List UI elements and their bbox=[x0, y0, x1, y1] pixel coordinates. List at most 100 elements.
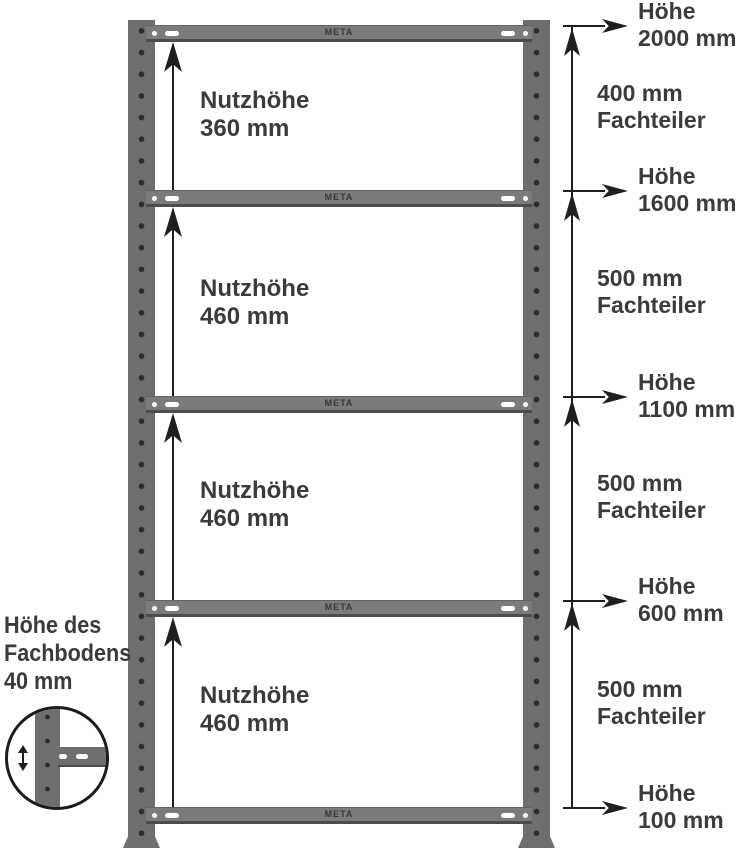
arrow-stem bbox=[172, 227, 174, 396]
shelf-bar-3: META bbox=[146, 396, 532, 413]
nutzhoehe-label: Nutzhöhe 460 mm bbox=[200, 275, 309, 331]
nutzhoehe-label: Nutzhöhe 460 mm bbox=[200, 682, 309, 738]
dimension-line-horizontal bbox=[563, 190, 605, 192]
hoehe-label-line1: Höhe bbox=[638, 573, 696, 599]
nutzhoehe-label-line2: 460 mm bbox=[200, 505, 290, 532]
shelf-slot bbox=[165, 813, 179, 818]
caption-line1: Höhe des bbox=[4, 612, 102, 639]
shelf-slot bbox=[501, 196, 515, 201]
shelf-slot bbox=[165, 402, 179, 407]
nutzhoehe-label: Nutzhöhe 460 mm bbox=[200, 477, 309, 533]
shelf-bar-1: META bbox=[146, 25, 532, 42]
fachteiler-label-line1: 500 mm bbox=[597, 265, 683, 291]
rivet-dot bbox=[152, 402, 157, 407]
fachteiler-label-line1: 400 mm bbox=[597, 80, 683, 106]
arrow-stem bbox=[22, 750, 24, 766]
arrow-stem bbox=[172, 62, 174, 190]
nutzhoehe-label-line1: Nutzhöhe bbox=[200, 275, 310, 302]
right-arrow-icon bbox=[602, 18, 628, 34]
hoehe-label: Höhe 100 mm bbox=[638, 780, 724, 834]
fachteiler-label: 500 mm Fachteiler bbox=[597, 676, 706, 730]
hoehe-label: Höhe 1100 mm bbox=[638, 369, 735, 423]
shelf-slot bbox=[59, 754, 67, 759]
dimension-line-horizontal bbox=[563, 396, 605, 398]
rivet-dot bbox=[523, 402, 528, 407]
nutzhoehe-label-line2: 360 mm bbox=[200, 115, 290, 142]
nutzhoehe-label-line2: 460 mm bbox=[200, 303, 290, 330]
fachteiler-label-line2: Fachteiler bbox=[597, 292, 706, 318]
hoehe-label: Höhe 1600 mm bbox=[638, 163, 736, 217]
down-arrow-tip bbox=[18, 763, 28, 771]
detail-upright bbox=[35, 709, 60, 807]
rivet-dot bbox=[152, 813, 157, 818]
hoehe-label: Höhe 600 mm bbox=[638, 573, 724, 627]
hoehe-label-line1: Höhe bbox=[638, 369, 696, 395]
nutzhoehe-label-line1: Nutzhöhe bbox=[200, 477, 310, 504]
fachteiler-label-line1: 500 mm bbox=[597, 676, 683, 702]
shelf-slot bbox=[501, 31, 515, 36]
nutzhoehe-arrow bbox=[164, 413, 182, 600]
dimension-line-horizontal bbox=[563, 807, 605, 809]
dimension-line-horizontal bbox=[563, 600, 605, 602]
hoehe-label-line2: 1100 mm bbox=[638, 396, 736, 422]
hoehe-label-line2: 100 mm bbox=[638, 807, 724, 833]
hoehe-label-line1: Höhe bbox=[638, 0, 696, 24]
hoehe-label-line2: 1600 mm bbox=[638, 190, 736, 216]
nutzhoehe-arrow bbox=[164, 617, 182, 807]
meta-brand-logo: META bbox=[324, 809, 354, 819]
nutzhoehe-label-line1: Nutzhöhe bbox=[200, 87, 310, 114]
shelf-slot bbox=[501, 606, 515, 611]
arrow-stem bbox=[172, 637, 174, 807]
shelf-slot bbox=[165, 196, 179, 201]
left-upright-foot bbox=[123, 836, 160, 848]
meta-brand-logo: META bbox=[324, 398, 354, 408]
rivet-dot bbox=[523, 196, 528, 201]
hoehe-label-line1: Höhe bbox=[638, 163, 696, 189]
hoehe-label-line2: 600 mm bbox=[638, 600, 724, 626]
up-arrow-tip bbox=[18, 745, 28, 753]
shelf-slot bbox=[501, 402, 515, 407]
rivet-dot bbox=[152, 606, 157, 611]
fachteiler-label-line1: 500 mm bbox=[597, 470, 683, 496]
rivet-dot bbox=[152, 31, 157, 36]
shelf-slot bbox=[165, 606, 179, 611]
shelf-thickness-caption: Höhe des Fachbodens 40 mm bbox=[4, 612, 131, 696]
right-upright-foot bbox=[518, 836, 555, 848]
shelf-detail-circle bbox=[5, 706, 109, 810]
shelf-slot bbox=[76, 754, 88, 759]
nutzhoehe-label-line2: 460 mm bbox=[200, 710, 290, 737]
hoehe-label: Höhe 2000 mm bbox=[638, 0, 736, 52]
meta-brand-logo: META bbox=[324, 192, 354, 202]
nutzhoehe-arrow bbox=[164, 42, 182, 190]
shelf-bar-2: META bbox=[146, 190, 532, 207]
caption-line3: 40 mm bbox=[4, 668, 73, 695]
right-arrow-icon bbox=[602, 183, 628, 199]
meta-brand-logo: META bbox=[324, 602, 354, 612]
shelf-slot bbox=[165, 31, 179, 36]
nutzhoehe-label: Nutzhöhe 360 mm bbox=[200, 87, 309, 143]
shelf-bar-5: META bbox=[146, 807, 532, 824]
rivet-dot bbox=[523, 606, 528, 611]
left-upright bbox=[128, 20, 155, 844]
right-arrow-icon bbox=[602, 800, 628, 816]
updown-arrow-icon bbox=[18, 745, 28, 771]
hoehe-label-line2: 2000 mm bbox=[638, 25, 736, 51]
right-upright bbox=[523, 20, 550, 844]
meta-brand-logo: META bbox=[324, 27, 354, 37]
nutzhoehe-label-line1: Nutzhöhe bbox=[200, 682, 310, 709]
fachteiler-label-line2: Fachteiler bbox=[597, 703, 706, 729]
right-arrow-icon bbox=[602, 593, 628, 609]
fachteiler-label: 400 mm Fachteiler bbox=[597, 80, 706, 134]
right-arrow-icon bbox=[602, 389, 628, 405]
rivet-dot bbox=[152, 196, 157, 201]
fachteiler-label-line2: Fachteiler bbox=[597, 497, 706, 523]
shelf-slot bbox=[501, 813, 515, 818]
shelf-bar-4: META bbox=[146, 600, 532, 617]
rivet-dot bbox=[523, 31, 528, 36]
fachteiler-label: 500 mm Fachteiler bbox=[597, 470, 706, 524]
rivet-dot bbox=[523, 813, 528, 818]
caption-line2: Fachbodens bbox=[4, 640, 132, 667]
hoehe-label-line1: Höhe bbox=[638, 780, 696, 806]
fachteiler-label-line2: Fachteiler bbox=[597, 107, 706, 133]
